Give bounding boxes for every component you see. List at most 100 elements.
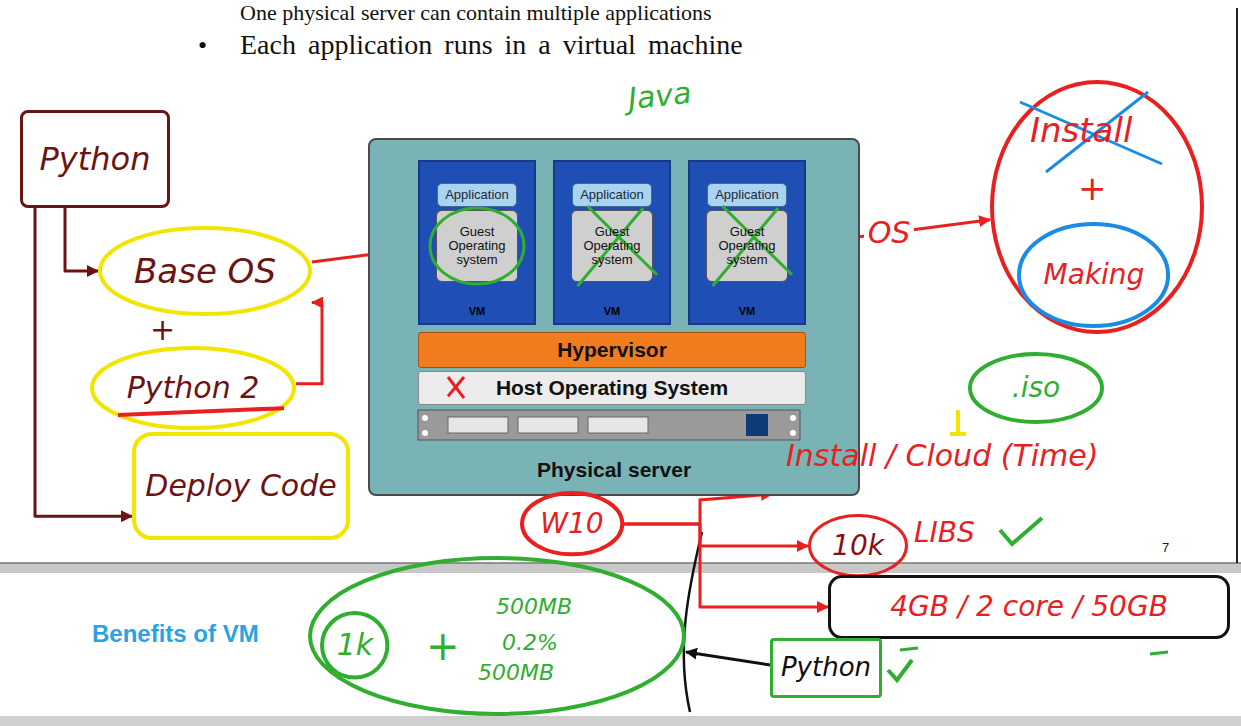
- handwritten-note: Java: [626, 75, 693, 117]
- node-outline-group: [970, 354, 1102, 422]
- node-outline-group: [992, 82, 1202, 332]
- node-content: Deploy Code: [136, 436, 346, 536]
- node-content: Guest Operating system: [572, 211, 652, 281]
- strike-line: [118, 408, 284, 415]
- node-text: Application: [715, 187, 779, 203]
- cross-mark: [1020, 92, 1162, 172]
- node-outline-group: [810, 516, 907, 576]
- connector: [624, 524, 808, 546]
- step-ellipse: Base OS: [98, 226, 312, 316]
- node-content: Install+: [990, 80, 1204, 334]
- note-ellipse: 500MB 0.2% 500MB 1k: [308, 556, 686, 716]
- slide-text: One physical server can contain multiple…: [240, 0, 712, 26]
- note-ellipse: .iso: [968, 352, 1104, 424]
- ellipse-outline: [810, 516, 907, 576]
- node-text: Making: [1044, 258, 1145, 292]
- node-content: 10k: [808, 514, 908, 577]
- ellipse-outline: [322, 613, 387, 678]
- bullet: •: [198, 30, 207, 61]
- slide-text: Each application runs in a virtual machi…: [240, 28, 743, 62]
- language-box: Python: [20, 110, 170, 208]
- ellipse-outline: [310, 558, 684, 714]
- node-content: Base OS: [98, 226, 312, 316]
- node-text: Install: [1030, 110, 1132, 151]
- node-content: Hypervisor: [419, 333, 805, 367]
- node-text: Python: [40, 140, 151, 178]
- step-ellipse: Python 2: [90, 346, 296, 430]
- node-text: Guest Operating system: [440, 225, 514, 268]
- node-text: Guest Operating system: [710, 225, 784, 268]
- screw: [422, 415, 428, 421]
- application-box: Application: [572, 183, 652, 207]
- node-outline-group: [92, 348, 294, 428]
- cross-mark: [448, 377, 464, 398]
- connector: [686, 652, 770, 665]
- node-text: Application: [580, 187, 644, 203]
- node-content: Host Operating System: [419, 372, 805, 403]
- node-text: 1k: [337, 627, 373, 663]
- annotation-stroke: [900, 648, 1168, 654]
- node-text: .iso: [1012, 371, 1060, 405]
- node-text: Python: [781, 652, 871, 683]
- connector: [624, 524, 828, 607]
- node-content: Python 2: [90, 346, 296, 430]
- node-text: Python 2: [127, 370, 260, 406]
- annotation-bracket: [950, 432, 966, 436]
- step-box: Deploy Code: [132, 432, 350, 540]
- page-number: 7: [1162, 540, 1169, 556]
- slide-edge: [1236, 8, 1238, 563]
- ellipse-outline: [92, 348, 294, 428]
- node-content: Guest Operating system: [437, 211, 517, 281]
- node-content: Python: [773, 641, 879, 695]
- node-outline: [278, 526, 716, 726]
- node-text: W10: [540, 507, 603, 541]
- annotation-bracket: [956, 410, 960, 434]
- node-text: 10k: [832, 529, 884, 563]
- node-content: Application: [708, 184, 786, 206]
- node-outline-group: [1019, 224, 1168, 326]
- node-text: VM: [604, 305, 621, 318]
- ellipse-outline: [970, 354, 1102, 422]
- application-box: Application: [437, 183, 517, 207]
- annotation-arrow: [700, 494, 772, 524]
- node-content: 1k: [320, 611, 389, 680]
- plus-sign: +: [426, 622, 460, 670]
- screw: [790, 415, 796, 421]
- node-outline-group: [448, 377, 464, 398]
- node-content: W10: [520, 491, 624, 556]
- vm-box: VM ApplicationGuest Operating system: [553, 160, 671, 325]
- node-content: Guest Operating system: [707, 211, 787, 281]
- guest-os-box: Guest Operating system: [571, 210, 653, 282]
- host-os-bar: Host Operating System: [418, 371, 806, 404]
- server-rack: [418, 410, 800, 440]
- hypervisor-bar: Hypervisor: [418, 332, 806, 368]
- node-content: Making: [1017, 222, 1170, 328]
- slide-separator: [0, 563, 1241, 573]
- drive-bay: [588, 417, 648, 433]
- note-ellipse: 10k: [808, 514, 908, 577]
- node-text: Physical server: [537, 457, 691, 482]
- node-text: Host Operating System: [496, 375, 728, 400]
- power-button: [746, 414, 768, 436]
- section-heading: Benefits of VM: [92, 620, 259, 649]
- ellipse-outline: [992, 82, 1202, 332]
- screw: [790, 430, 796, 436]
- connector: [296, 303, 322, 384]
- node-text: 500MB: [478, 660, 554, 686]
- ellipse-outline: [522, 493, 622, 554]
- node-text: 0.2%: [502, 630, 558, 656]
- guest-os-box: Guest Operating system: [436, 210, 518, 282]
- connector: [35, 208, 132, 516]
- node-content: .iso: [968, 352, 1104, 424]
- node-text: Base OS: [134, 251, 276, 292]
- handwritten-note: LIBS: [914, 516, 975, 550]
- ellipse-outline: [1019, 224, 1168, 326]
- connector: [65, 208, 98, 271]
- node-text: Guest Operating system: [575, 225, 649, 268]
- node-outline-group: [418, 410, 800, 440]
- node-text: 500MB: [496, 594, 572, 620]
- edge-label: OS: [864, 215, 915, 251]
- vm-box: VMApplicationGuest Operating system: [688, 160, 806, 325]
- node-content: Python: [23, 113, 167, 205]
